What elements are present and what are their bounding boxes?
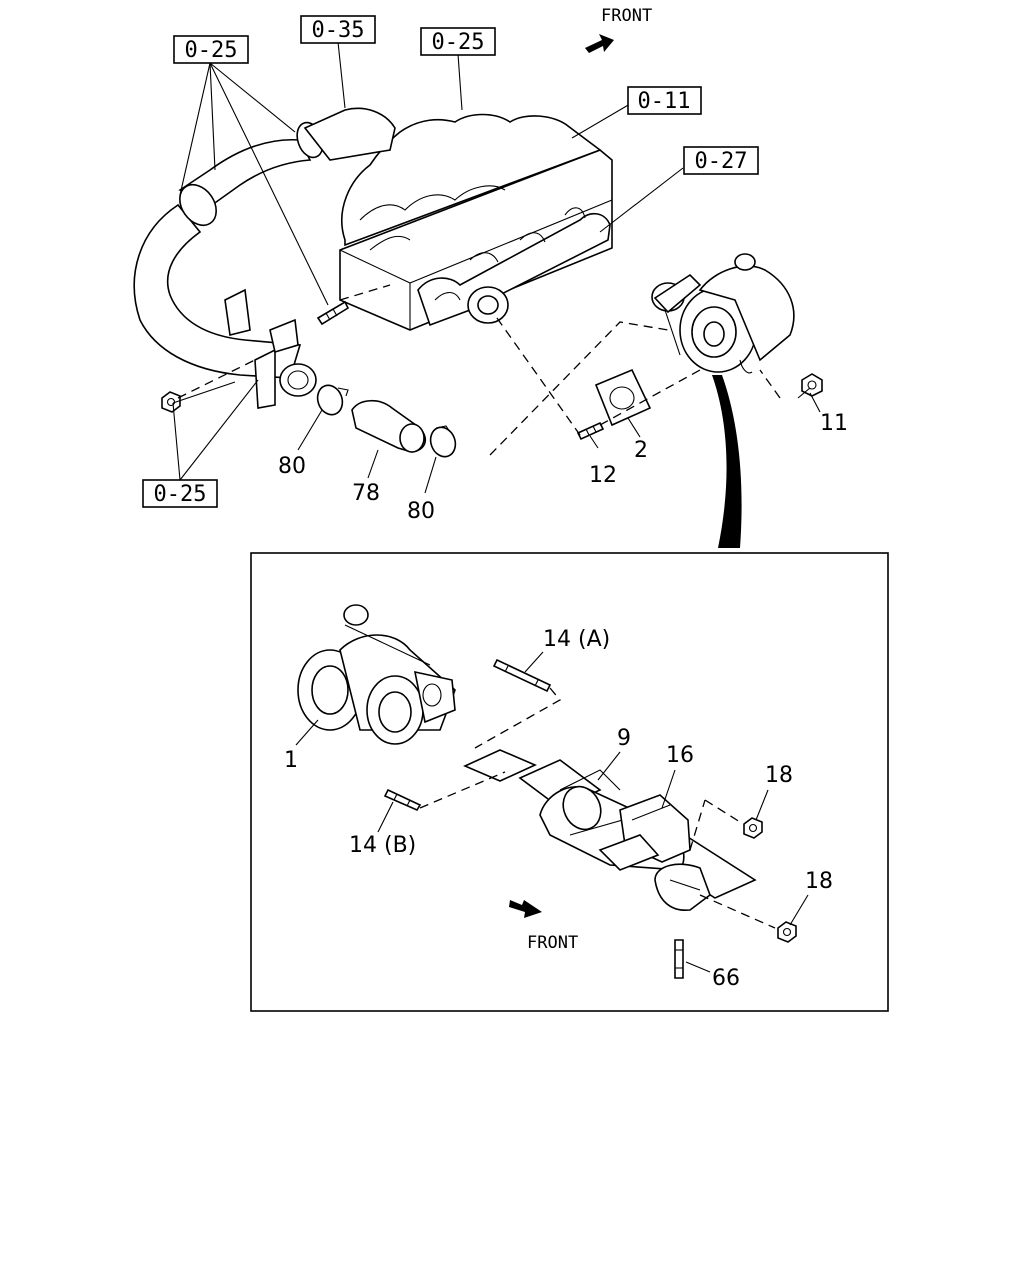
- ref-box-top-center: 0-25: [420, 27, 496, 56]
- part-number-2: 2: [634, 438, 648, 463]
- part-number-9: 9: [617, 726, 631, 751]
- part-number-18-lower: 18: [805, 869, 833, 894]
- ref-label: 0-35: [312, 18, 365, 43]
- nut-18-lower: [777, 921, 797, 943]
- part-number-66: 66: [712, 966, 740, 991]
- flange-66-area: [654, 863, 711, 911]
- detail-frame: [250, 552, 889, 1012]
- stud-66: [674, 939, 684, 979]
- leader-lines-detail: [295, 651, 809, 973]
- leader-lines-upper: [172, 41, 821, 494]
- part-number-14b: 14 (B): [349, 833, 416, 858]
- part-number-16: 16: [666, 743, 694, 768]
- part-number-1: 1: [284, 748, 298, 773]
- ref-box-bottom-left: 0-25: [142, 479, 218, 508]
- ref-box-right-lower: 0-27: [683, 146, 759, 175]
- clamp-80-left: [316, 384, 349, 416]
- clamp-80-right: [429, 425, 457, 458]
- front-label-detail: FRONT: [527, 933, 578, 953]
- ref-label: 0-25: [185, 38, 238, 63]
- part-number-12: 12: [589, 463, 617, 488]
- ref-label: 0-25: [432, 30, 485, 55]
- front-arrow-detail-icon: [509, 900, 542, 918]
- part-number-78: 78: [352, 481, 380, 506]
- ref-box-right-upper: 0-11: [627, 86, 702, 115]
- front-label-top: FRONT: [601, 6, 652, 26]
- ref-label: 0-11: [638, 89, 691, 114]
- turbocharger-upper: [651, 253, 795, 374]
- detail-callout-arrow: [712, 375, 742, 548]
- stud-12: [576, 421, 605, 441]
- part-number-80-right: 80: [407, 499, 435, 524]
- nut-18-upper: [743, 817, 763, 839]
- ref-box-top-left: 0-25: [173, 35, 249, 64]
- part-number-18-upper: 18: [765, 763, 793, 788]
- part-number-14a: 14 (A): [543, 627, 610, 652]
- ref-label: 0-27: [695, 149, 748, 174]
- dash-lines-detail: [419, 687, 776, 929]
- turbocharger-detail: [297, 604, 456, 745]
- exhaust-manifold: [417, 207, 611, 327]
- hose-78: [351, 399, 427, 453]
- ref-box-top-mid: 0-35: [300, 15, 376, 44]
- bracket-16: [598, 794, 691, 871]
- front-arrow-top-icon: [585, 34, 614, 53]
- engine-block: [339, 113, 613, 331]
- nut-left: [161, 391, 181, 413]
- stud-14a: [492, 658, 552, 693]
- part-number-80-left: 80: [278, 454, 306, 479]
- dash-lines-upper: [177, 284, 781, 456]
- part-number-11: 11: [820, 411, 848, 436]
- stud-14b: [383, 788, 422, 812]
- stud-intake: [316, 300, 350, 326]
- intake-pipe: [133, 107, 396, 409]
- ref-label: 0-25: [154, 482, 207, 507]
- gasket-2: [594, 368, 652, 427]
